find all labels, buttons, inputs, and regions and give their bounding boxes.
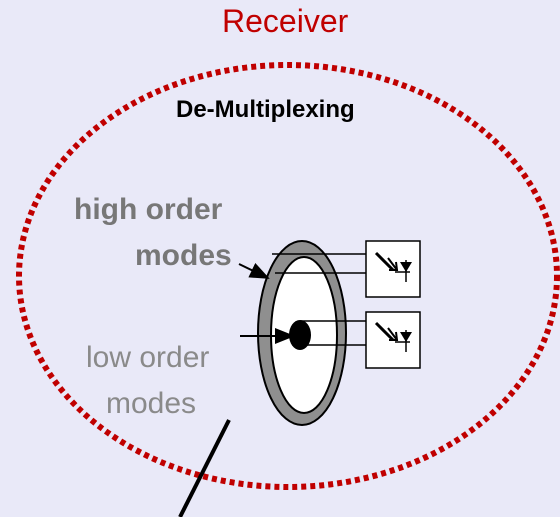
de-multiplexing-title: De-Multiplexing — [176, 96, 355, 123]
high-order-label-line-1: high order — [74, 193, 223, 226]
low-order-label-line-1: low order — [86, 341, 210, 374]
low-order-label-line-2: modes — [106, 387, 197, 420]
high-order-arrow — [238, 262, 270, 279]
receiver-boundary — [16, 62, 560, 490]
photodiode-detector-upper — [365, 240, 421, 298]
receiver-label: Receiver — [222, 3, 349, 39]
fiber-line — [178, 419, 231, 517]
photodiode-detector-lower — [365, 311, 421, 369]
high-order-label-line-2: modes — [135, 239, 232, 272]
